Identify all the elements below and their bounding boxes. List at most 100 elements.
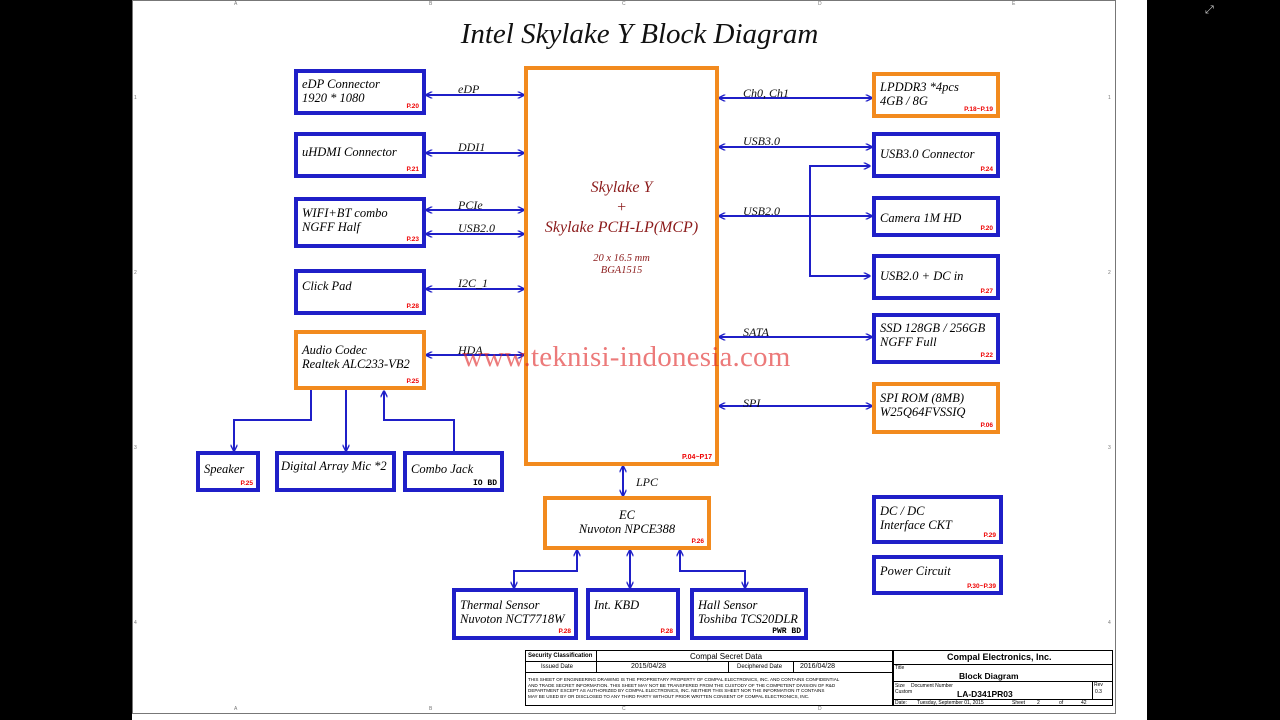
row-label-3: 3 [134, 445, 137, 451]
row-label-1: 1 [134, 95, 137, 101]
signal-pcie: PCIe [458, 198, 483, 212]
signal-i2c: I2C_1 [458, 276, 488, 290]
date-label: Date: [895, 700, 907, 706]
deciphered-value: 2016/04/28 [800, 663, 836, 670]
dcdc-page: P.29 [983, 532, 996, 539]
hall-sensor-page: PWR BD [772, 627, 801, 636]
uhdmi-connector-block: uHDMI Connector P.21 [294, 132, 426, 178]
wifi-bt-label: WIFI+BT combo NGFF Half [302, 206, 388, 234]
edp-connector-label: eDP Connector 1920 * 1080 [302, 77, 380, 105]
row-label-4-right: 4 [1108, 620, 1111, 626]
row-label-2: 2 [134, 270, 137, 276]
ssd-page: P.22 [980, 352, 993, 359]
size-label: Size [895, 683, 905, 689]
column-label-b: B [429, 1, 433, 7]
size-value: Custom [895, 689, 913, 695]
row-label-1-right: 1 [1108, 95, 1111, 101]
thermal-sensor-block: Thermal Sensor Nuvoton NCT7718W P.28 [452, 588, 578, 640]
clickpad-label: Click Pad [302, 279, 352, 293]
issued-value: 2015/04/28 [631, 663, 667, 670]
usb2-branch-dcin [809, 216, 870, 276]
uhdmi-connector-page: P.21 [406, 166, 419, 173]
spi-rom-page: P.06 [980, 422, 993, 429]
speaker-label: Speaker [204, 462, 245, 476]
dcdc-label: DC / DC Interface CKT [880, 504, 952, 532]
keyboard-label: Int. KBD [594, 598, 640, 612]
usb3-connector-label: USB3.0 Connector [880, 147, 975, 161]
uhdmi-connector-label: uHDMI Connector [302, 145, 397, 159]
document-number-label: Document Number [911, 683, 953, 689]
sheet-value: 2 [1037, 700, 1040, 706]
signal-sata: SATA [743, 325, 769, 339]
signal-usb2: USB2.0 [743, 204, 780, 218]
usb2-dcin-block: USB2.0 + DC in P.27 [872, 254, 1000, 300]
column-label-b-bottom: B [429, 706, 433, 712]
rev-value: 0.3 [1095, 689, 1102, 695]
column-label-d-bottom: D [818, 706, 822, 712]
usb3-connector-page: P.24 [980, 166, 993, 173]
date-row [893, 699, 1113, 706]
wifi-bt-block: WIFI+BT combo NGFF Half P.23 [294, 197, 426, 248]
security-value: Compal Secret Data [690, 652, 763, 661]
hall-sensor-block: Hall Sensor Toshiba TCS20DLR PWR BD [690, 588, 808, 640]
lpddr3-page: P.18~P.19 [964, 106, 993, 113]
deciphered-label: Deciphered Date [737, 664, 783, 670]
row-label-4: 4 [134, 620, 137, 626]
audio-codec-label: Audio Codec Realtek ALC233-VB2 [302, 343, 410, 371]
combo-jack-label: Combo Jack [411, 462, 474, 476]
ec-hall-link [680, 550, 745, 588]
usb2-dcin-label: USB2.0 + DC in [880, 269, 964, 283]
signal-hda: HDA [458, 343, 483, 357]
title-label: Title [895, 665, 905, 671]
cpu-page-ref: P.04~P17 [681, 454, 712, 461]
column-label-c-bottom: C [622, 706, 626, 712]
keyboard-page: P.28 [660, 628, 673, 635]
deciphered-label-cell [728, 661, 794, 673]
camera-block: Camera 1M HD P.20 [872, 196, 1000, 237]
digital-mic-label: Digital Array Mic *2 [281, 459, 387, 473]
title-block: Security Classification Compal Secret Da… [525, 650, 1113, 706]
usb2-branch-usb3conn [809, 166, 870, 216]
column-label-a: A [234, 1, 238, 7]
column-label-e: E [1012, 1, 1016, 7]
combo-jack-block: Combo Jack IO BD [403, 451, 504, 492]
column-label-d: D [818, 1, 822, 7]
spi-rom-label: SPI ROM (8MB) W25Q64FVSSIQ [880, 391, 966, 419]
cpu-package-size: 20 x 16.5 mm BGA1515 [593, 253, 650, 276]
edp-connector-block: eDP Connector 1920 * 1080 P.20 [294, 69, 426, 115]
clickpad-block: Click Pad P.28 [294, 269, 426, 315]
speaker-page: P.25 [240, 480, 253, 487]
ec-label: EC Nuvoton NPCE388 [578, 508, 676, 536]
ssd-label: SSD 128GB / 256GB NGFF Full [880, 321, 986, 349]
security-label-cell [525, 650, 597, 673]
hall-sensor-label: Hall Sensor Toshiba TCS20DLR [698, 598, 798, 626]
camera-page: P.20 [980, 225, 993, 232]
cpu-pch-block: Skylake Y + Skylake PCH-LP(MCP) 20 x 16.… [524, 66, 719, 466]
combojack-audio-link [384, 391, 455, 451]
audio-codec-block: Audio Codec Realtek ALC233-VB2 P.25 [294, 330, 426, 390]
power-circuit-label: Power Circuit [880, 564, 951, 578]
dcdc-block: DC / DC Interface CKT P.29 [872, 495, 1003, 544]
digital-mic-block: Digital Array Mic *2 [275, 451, 396, 492]
lpddr3-block: LPDDR3 *4pcs 4GB / 8G P.18~P.19 [872, 72, 1000, 118]
signal-usb2-wifi: USB2.0 [458, 221, 495, 235]
keyboard-block: Int. KBD P.28 [586, 588, 680, 640]
camera-label: Camera 1M HD [880, 211, 962, 225]
ssd-block: SSD 128GB / 256GB NGFF Full P.22 [872, 313, 1000, 364]
column-label-c: C [622, 1, 626, 7]
of-value: 42 [1081, 700, 1087, 706]
rev-label: Rev [1094, 682, 1103, 688]
diagram-title: Intel Skylake Y Block Diagram [460, 18, 819, 50]
sheet-border [132, 0, 1116, 714]
thermal-sensor-label: Thermal Sensor Nuvoton NCT7718W [460, 598, 565, 626]
signal-ch: Ch0, Ch1 [743, 86, 790, 100]
edp-connector-page: P.20 [406, 103, 419, 110]
audio-speaker-link [234, 390, 312, 451]
expand-icon[interactable]: ⤢ [1205, 3, 1214, 16]
cpu-name: Skylake Y + Skylake PCH-LP(MCP) [544, 179, 699, 236]
speaker-block: Speaker P.25 [196, 451, 260, 492]
legal-notice: THIS SHEET OF ENGINEERING DRAWING IS THE… [528, 677, 840, 699]
thermal-sensor-page: P.28 [558, 628, 571, 635]
spi-rom-block: SPI ROM (8MB) W25Q64FVSSIQ P.06 [872, 382, 1000, 434]
ec-thermal-link [514, 550, 577, 588]
